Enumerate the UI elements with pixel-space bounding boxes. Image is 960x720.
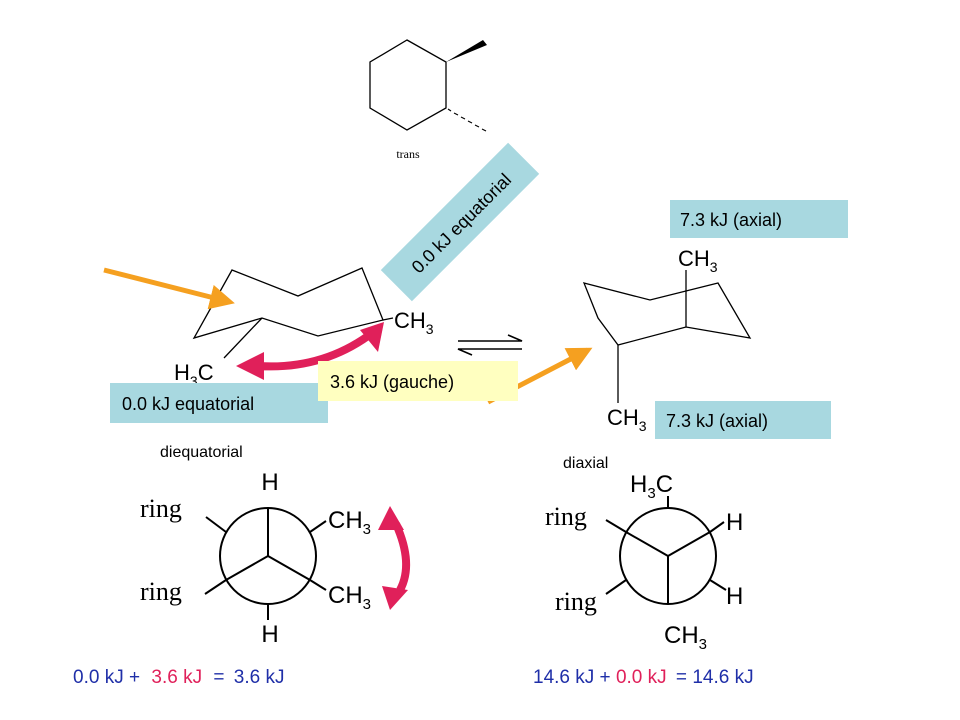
chair-ring-left	[192, 267, 384, 340]
ch3-label-chair-left: CH3	[394, 308, 434, 337]
newman-front-bonds-right	[625, 531, 711, 604]
axial-bottom-text: 7.3 kJ (axial)	[666, 411, 768, 431]
dashed-bond	[447, 108, 487, 132]
left-equatorial-box	[110, 383, 328, 423]
chair-ring-right	[582, 282, 752, 346]
newman-right-ring-upper: ring	[545, 502, 587, 531]
newman-front-bonds-left	[225, 508, 311, 581]
newman-left-ch3-upper: CH3	[328, 507, 371, 538]
axial-bottom-box	[655, 401, 831, 439]
chair-diequatorial: CH3 H3C	[174, 267, 434, 389]
h3c-label-chair-left: H3C	[174, 360, 214, 389]
gauche-text: 3.6 kJ (gauche)	[330, 372, 454, 392]
newman-left-h-bottom: H	[261, 621, 278, 648]
cyclohexane-ring	[369, 39, 447, 131]
newman-left-ring-lower: ring	[140, 577, 182, 606]
newman-back-bonds-right	[605, 496, 727, 595]
left-equatorial-text: 0.0 kJ equatorial	[122, 394, 254, 414]
diaxial-caption: diaxial	[563, 455, 608, 472]
orange-arrow-left	[103, 267, 235, 310]
newman-double-arrow	[378, 506, 411, 610]
gauche-box	[318, 361, 518, 401]
trans-structure: trans	[369, 39, 487, 161]
newman-right-h-upper: H	[726, 509, 743, 536]
newman-left-h-top: H	[261, 469, 278, 496]
newman-left: H H ring ring CH3 CH3	[140, 469, 371, 648]
axial-top-text: 7.3 kJ (axial)	[680, 210, 782, 230]
newman-left-ch3-lower: CH3	[328, 582, 371, 613]
diagonal-label-text: 0.0 kJ equatorial	[408, 170, 516, 278]
diagonal-label-bg	[380, 142, 540, 302]
newman-right-h-lower: H	[726, 583, 743, 610]
newman-back-bonds-left	[204, 516, 327, 620]
gauche-double-arrow	[236, 322, 384, 380]
axial-top-box	[670, 200, 848, 238]
wedge-bond	[446, 40, 487, 62]
ch3-bottom-chair-right: CH3	[607, 405, 647, 434]
equatorial-bond-left	[223, 317, 263, 359]
trans-label: trans	[396, 147, 420, 161]
newman-left-ring-upper: ring	[140, 494, 182, 523]
newman-right-ch3-bottom: CH3	[664, 622, 707, 653]
equation-right: 14.6 kJ + 0.0 kJ = 14.6 kJ	[533, 667, 754, 688]
newman-right-ring-lower: ring	[555, 587, 597, 616]
ch3-top-chair-right: CH3	[678, 246, 718, 275]
newman-right: H3C CH3 ring ring H H	[545, 471, 743, 653]
equation-left: 0.0 kJ + 3.6 kJ = 3.6 kJ	[73, 667, 284, 688]
newman-right-h3c-top: H3C	[630, 471, 673, 502]
equilibrium-arrows	[457, 334, 523, 356]
diagonal-label-box: 0.0 kJ equatorial	[380, 142, 540, 302]
equatorial-bond-right	[382, 317, 394, 321]
diequatorial-caption: diequatorial	[160, 444, 243, 461]
chair-diaxial: CH3 CH3	[582, 246, 752, 434]
